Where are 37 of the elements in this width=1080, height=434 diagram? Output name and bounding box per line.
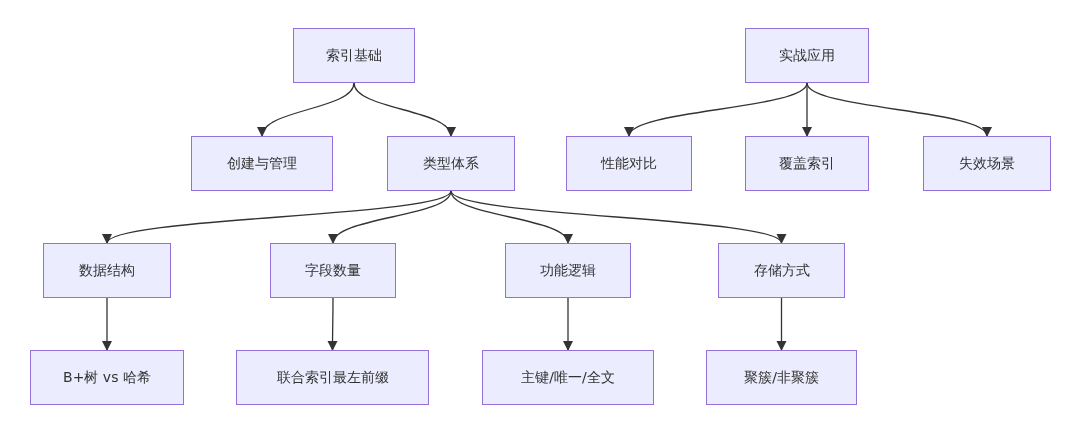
node-label: 字段数量 bbox=[305, 261, 361, 280]
arrow bbox=[562, 297, 574, 352]
process-box bbox=[505, 243, 631, 298]
node-label: 性能对比 bbox=[601, 154, 657, 173]
node-label: 覆盖索引 bbox=[779, 154, 835, 173]
arrow bbox=[259, 82, 355, 137]
process-box bbox=[43, 243, 171, 298]
node-label: 类型体系 bbox=[423, 154, 479, 173]
process-box bbox=[706, 350, 857, 405]
process-box bbox=[30, 350, 184, 405]
node-label: 存储方式 bbox=[753, 261, 810, 280]
node-label: 索引基础 bbox=[326, 46, 382, 65]
node-label: 实战应用 bbox=[779, 46, 835, 65]
process-box bbox=[293, 28, 415, 83]
arrow bbox=[101, 297, 113, 352]
process-box bbox=[566, 136, 692, 191]
arrow bbox=[776, 297, 787, 352]
process-box bbox=[270, 243, 396, 298]
process-box bbox=[745, 136, 869, 191]
arrow bbox=[450, 190, 570, 244]
process-box bbox=[482, 350, 654, 405]
process-box bbox=[191, 136, 333, 191]
arrow bbox=[353, 82, 454, 137]
process-box bbox=[718, 243, 845, 298]
process-box bbox=[387, 136, 515, 191]
process-box bbox=[923, 136, 1051, 191]
node-label: 聚簇/非聚簇 bbox=[744, 368, 819, 387]
process-box bbox=[236, 350, 429, 405]
arrow bbox=[327, 297, 338, 352]
node-label: 主键/唯一/全文 bbox=[521, 368, 615, 387]
node-label: 联合索引最左前缀 bbox=[276, 368, 389, 387]
node-label: 数据结构 bbox=[79, 261, 135, 280]
node-label: 失效场景 bbox=[959, 154, 1015, 173]
node-label: 创建与管理 bbox=[227, 154, 297, 173]
node-label: B+树 vs 哈希 bbox=[63, 368, 151, 387]
process-box bbox=[745, 28, 869, 83]
node-label: 功能逻辑 bbox=[540, 261, 596, 280]
